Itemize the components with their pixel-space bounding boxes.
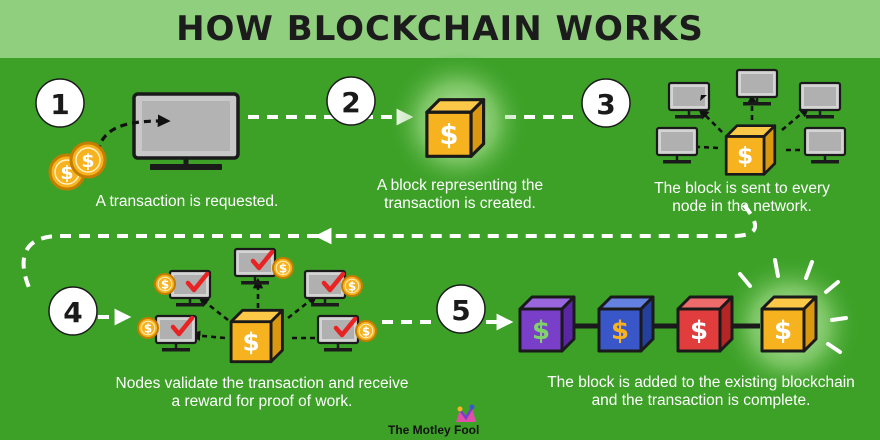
block-cube-icon: $ (597, 295, 655, 353)
block-cube-icon: $ (724, 124, 777, 176)
svg-text:$: $ (737, 142, 753, 170)
step-4-caption: Nodes validate the transaction and recei… (115, 375, 409, 410)
svg-text:$: $ (279, 262, 287, 276)
svg-text:$: $ (532, 316, 550, 346)
svg-text:$: $ (60, 162, 73, 184)
connector-3-4 (314, 203, 757, 245)
svg-text:$: $ (774, 316, 792, 346)
node-monitor-icon: $ (316, 314, 377, 353)
step-number-2: 2 (326, 76, 376, 126)
svg-text:$: $ (362, 325, 370, 339)
node-monitor-icon: $ (154, 269, 212, 308)
block-cube-icon: $ (676, 295, 734, 353)
svg-text:$: $ (348, 280, 356, 294)
step-1-caption: A transaction is requested. (95, 193, 279, 210)
page-title: HOW BLOCKCHAIN WORKS (176, 9, 704, 49)
svg-text:$: $ (81, 150, 94, 172)
burst-lines (738, 258, 848, 354)
node-monitor-icon: $ (137, 314, 198, 353)
step-number-4: 4 (48, 286, 98, 336)
step-2-illustration: $ (388, 52, 528, 192)
flow-connectors (21, 108, 757, 331)
block-cube-icon: $ (229, 308, 284, 364)
node-monitor-icon (655, 126, 699, 165)
step-2-caption: A block representing the transaction is … (376, 177, 544, 212)
brand-name: The Motley Fool (388, 423, 480, 437)
svg-text:5: 5 (451, 294, 470, 327)
coin-icon: $ (69, 141, 107, 179)
svg-text:3: 3 (596, 88, 615, 121)
computer-monitor-icon (132, 92, 240, 170)
svg-text:2: 2 (341, 86, 360, 119)
svg-text:$: $ (161, 278, 169, 292)
node-monitor-icon (667, 81, 711, 120)
node-monitor-icon (803, 126, 847, 165)
node-monitor-icon (798, 81, 842, 120)
step-number-3: 3 (581, 78, 631, 128)
jester-hat-logo-icon (456, 404, 476, 422)
svg-text:4: 4 (63, 296, 82, 329)
title-banner (0, 0, 880, 58)
step-5-caption: The block is added to the existing block… (547, 374, 855, 409)
step-5-illustration: $ $ $ $ (518, 256, 860, 396)
svg-text:$: $ (690, 316, 708, 346)
step-number-1: 1 (35, 78, 85, 128)
svg-text:$: $ (439, 120, 458, 151)
step-4-illustration: $ $ $ $ $ (137, 247, 377, 364)
svg-text:$: $ (242, 327, 259, 356)
node-monitor-icon: $ (233, 247, 294, 286)
svg-text:1: 1 (50, 88, 69, 121)
svg-text:$: $ (611, 316, 629, 346)
block-cube-icon: $ (518, 295, 576, 353)
block-cube-icon: $ (760, 295, 818, 353)
block-cube-icon: $ (425, 98, 486, 158)
svg-text:$: $ (144, 322, 152, 336)
step-3-illustration: $ (655, 68, 847, 176)
step-1-illustration: $ $ (48, 92, 240, 191)
step-3-caption: The block is sent to every node in the n… (654, 180, 830, 215)
node-monitor-icon (735, 68, 779, 107)
step-number-5: 5 (436, 284, 486, 334)
connector-loop-left (21, 234, 318, 291)
node-monitor-icon: $ (303, 269, 363, 308)
